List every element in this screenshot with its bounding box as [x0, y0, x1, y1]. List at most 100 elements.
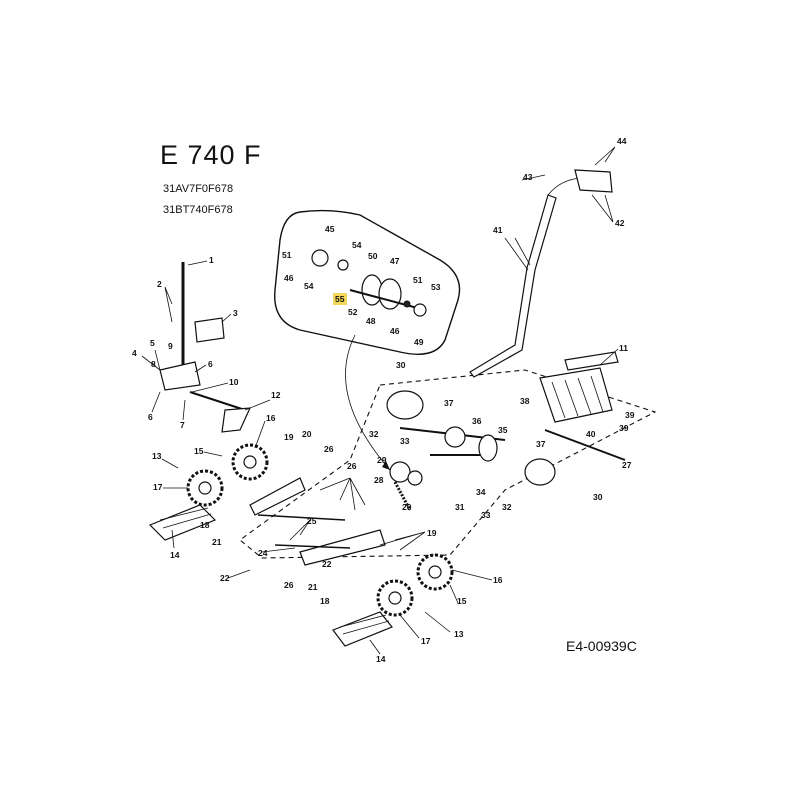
callout-1: 1: [209, 255, 214, 265]
callout-46: 46: [284, 273, 294, 283]
lever-bracket: [194, 317, 225, 343]
callouts: 1 2 3 4 5 6 6 7 8 9 10 11 12 13 13 14 14…: [132, 136, 635, 664]
callout-45: 45: [325, 224, 335, 234]
axle-link-upper: [249, 477, 306, 516]
callout-47: 47: [390, 256, 400, 266]
callout-34: 34: [476, 487, 486, 497]
inset-gear-47: [378, 278, 402, 310]
inset-arrowhead: [382, 461, 390, 470]
inset-shaft: [349, 289, 426, 311]
spring-28: [393, 481, 412, 511]
callout-28: 28: [374, 475, 384, 485]
callout-8: 8: [151, 359, 156, 369]
callout-10: 10: [229, 377, 239, 387]
callout-22: 22: [220, 573, 230, 583]
sprocket-upper: [231, 443, 269, 481]
callout-36: 36: [472, 416, 482, 426]
track-pad-lower: [332, 611, 393, 647]
callout-31: 31: [455, 502, 465, 512]
inset-ring-51: [403, 300, 411, 308]
callout-39: 39: [625, 410, 635, 420]
callout-46b: 46: [390, 326, 400, 336]
callout-30b: 30: [593, 492, 603, 502]
callout-18: 18: [200, 520, 210, 530]
sprocket-lower-right: [416, 553, 454, 591]
callout-21b: 21: [308, 582, 318, 592]
callout-26c: 26: [347, 461, 357, 471]
callout-5: 5: [150, 338, 155, 348]
model-number-2: 31BT740F678: [163, 204, 233, 216]
callout-33: 33: [400, 436, 410, 446]
axle-rod: [257, 514, 346, 521]
track-pad-upper: [148, 504, 217, 541]
wheel-upper: [186, 469, 224, 507]
drive-shaft-27: [544, 429, 626, 461]
callout-39b: 39: [619, 423, 629, 433]
callout-43: 43: [523, 172, 533, 182]
wheel-lower: [376, 579, 414, 617]
callout-7: 7: [180, 420, 185, 430]
callout-2: 2: [157, 279, 162, 289]
callout-49: 49: [414, 337, 424, 347]
callout-42: 42: [615, 218, 625, 228]
callout-26b: 26: [284, 580, 294, 590]
callout-35: 35: [498, 425, 508, 435]
handle-bar: [469, 194, 557, 378]
inset-washer-53: [413, 303, 427, 317]
callout-25: 25: [307, 516, 317, 526]
callout-13: 13: [152, 451, 162, 461]
shift-arm: [221, 407, 251, 433]
callout-20b: 20: [402, 502, 412, 512]
inset-leader-arrow: [345, 334, 391, 471]
callout-33b: 33: [481, 510, 491, 520]
callout-32: 32: [369, 429, 379, 439]
callout-11: 11: [619, 343, 628, 353]
drive-drum: [539, 367, 613, 423]
callout-18b: 18: [320, 596, 330, 606]
callout-19b: 19: [427, 528, 437, 538]
callout-40: 40: [586, 429, 596, 439]
handle-cable: [547, 177, 581, 196]
callout-27: 27: [622, 460, 632, 470]
callout-54b: 54: [304, 281, 314, 291]
callout-38: 38: [520, 396, 530, 406]
drum-ribs: [551, 375, 604, 419]
model-number-1: 31AV7F0F678: [163, 183, 234, 195]
callout-55-highlight: [333, 293, 347, 305]
gear-29b: [407, 470, 423, 486]
drum-bracket: [564, 351, 619, 371]
gear-29: [389, 461, 411, 483]
pulley-33: [444, 426, 466, 448]
callout-53: 53: [431, 282, 441, 292]
callout-15: 15: [194, 446, 204, 456]
callout-22b: 22: [322, 559, 332, 569]
callout-14b: 14: [376, 654, 386, 664]
callout-14: 14: [170, 550, 180, 560]
callout-19: 19: [284, 432, 294, 442]
callout-3: 3: [233, 308, 238, 318]
inset-gear-54: [337, 259, 349, 271]
leader-lines: [141, 146, 619, 655]
callout-12: 12: [271, 390, 281, 400]
inset-parts: [311, 249, 427, 317]
callout-26: 26: [324, 444, 334, 454]
callout-13b: 13: [454, 629, 464, 639]
callout-55: 55: [335, 294, 345, 304]
callout-41: 41: [493, 225, 503, 235]
callout-17b: 17: [421, 636, 431, 646]
callout-9: 9: [168, 341, 173, 351]
callout-4: 4: [132, 348, 137, 358]
callout-30: 30: [396, 360, 406, 370]
callout-20: 20: [302, 429, 312, 439]
callout-54: 54: [352, 240, 362, 250]
callout-6b: 6: [148, 412, 153, 422]
callout-6: 6: [208, 359, 213, 369]
friction-wheel: [478, 434, 498, 462]
handle-clamp: [574, 169, 613, 193]
callout-16b: 16: [493, 575, 503, 585]
callout-21: 21: [212, 537, 222, 547]
callout-37: 37: [444, 398, 454, 408]
reference-code: E4-00939C: [566, 638, 637, 654]
